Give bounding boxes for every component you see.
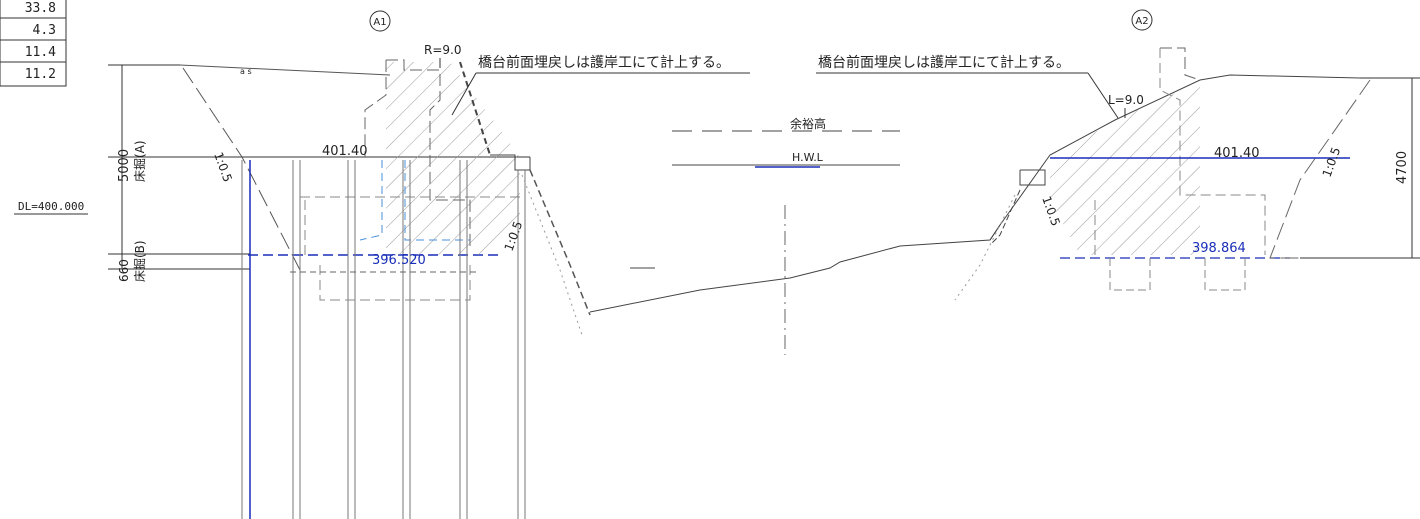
value-table-cell: 4.3 bbox=[33, 23, 56, 38]
a2-top-elevation: 401.40 bbox=[1214, 146, 1260, 161]
a1-radius-label: R=9.0 bbox=[424, 43, 461, 57]
a1-dimensions: 5000 床掘(A) 660 床掘(B) bbox=[108, 64, 250, 282]
marker-circle bbox=[369, 10, 391, 32]
value-table-cell: 11.2 bbox=[25, 67, 56, 82]
excavation-slope bbox=[182, 67, 301, 271]
a1-hatched-backfill bbox=[386, 62, 520, 255]
slope-label: 1:0.5 bbox=[211, 150, 235, 184]
datum-label: DL=400.000 bbox=[18, 200, 84, 213]
a1-top-elevation: 401.40 bbox=[322, 144, 368, 159]
a2-note: 橋台前面埋戻しは護岸工にて計上する。 bbox=[816, 54, 1119, 119]
a2-crest bbox=[1019, 169, 1046, 186]
a2-hatched-backfill bbox=[1050, 82, 1200, 255]
a2-note-text: 橋台前面埋戻しは護岸工にて計上する。 bbox=[818, 54, 1070, 71]
value-table-frame bbox=[0, 0, 67, 87]
water-levels: 余裕高 H.W.L bbox=[672, 116, 900, 355]
a2-ground-line bbox=[989, 74, 1361, 241]
a1-aux-line bbox=[359, 160, 383, 241]
a1-wall-outline bbox=[386, 59, 471, 250]
dim-a1-upper-label: 床掘(A) bbox=[132, 140, 147, 182]
value-table-cell: 11.4 bbox=[25, 45, 56, 60]
a1-aux-line bbox=[404, 160, 470, 241]
a2-radius-label: L=9.0 bbox=[1108, 93, 1144, 107]
a1-footing-base bbox=[319, 265, 471, 301]
dim-a1-lower-label: 床掘(B) bbox=[132, 240, 147, 282]
a1-note-text: 橋台前面埋戻しは護岸工にて計上する。 bbox=[478, 54, 730, 71]
a1-revetment bbox=[459, 61, 491, 156]
a1-riprap-inner bbox=[521, 174, 583, 336]
a2-wall-outline bbox=[1160, 47, 1201, 81]
a1-piles bbox=[241, 160, 526, 519]
note-leader bbox=[1087, 72, 1119, 119]
a2-revetment bbox=[989, 189, 1021, 246]
a2-revetment-inner bbox=[954, 194, 1016, 301]
a2-pile-cap bbox=[1204, 258, 1246, 291]
a1-riprap bbox=[529, 169, 591, 316]
marker-label: A1 bbox=[373, 17, 386, 28]
riverbed-line bbox=[589, 224, 1001, 313]
small-label: a s bbox=[240, 67, 252, 76]
a2-pile-cap bbox=[1109, 258, 1151, 291]
freeboard-label: 余裕高 bbox=[790, 116, 826, 131]
abutment-marker-a2: A2 bbox=[1131, 9, 1153, 31]
a1-abutment bbox=[300, 59, 531, 255]
a2-bottom-elevation: 398.864 bbox=[1192, 241, 1246, 256]
a1-wall-outline bbox=[364, 60, 387, 157]
value-table-cell: 33.8 bbox=[25, 1, 56, 16]
marker-label: A2 bbox=[1135, 16, 1148, 27]
hwl-label: H.W.L bbox=[792, 151, 824, 164]
value-table: 33.8 4.3 11.4 11.2 bbox=[0, 0, 67, 87]
abutment-marker-a1: A1 bbox=[369, 10, 391, 32]
marker-circle bbox=[1131, 9, 1153, 31]
note-leader bbox=[451, 72, 477, 116]
a2-abutment bbox=[954, 47, 1420, 301]
a1-front-slope bbox=[521, 169, 591, 336]
dim-a1-upper: 5000 bbox=[117, 149, 132, 182]
datum-line: DL=400.000 bbox=[14, 200, 88, 215]
a1-crest bbox=[490, 154, 531, 171]
slope-label: 1:0.5 bbox=[1320, 145, 1344, 179]
a1-note: 橋台前面埋戻しは護岸工にて計上する。 bbox=[451, 54, 750, 116]
a2-wall-outline bbox=[1159, 48, 1266, 255]
dim-a2-height: 4700 bbox=[1395, 151, 1410, 184]
a1-bottom-elevation: 396.520 bbox=[372, 253, 426, 268]
dim-a1-lower: 660 bbox=[117, 259, 131, 282]
a2-dimensions: 4700 bbox=[1300, 77, 1420, 259]
ground-line bbox=[179, 64, 391, 76]
